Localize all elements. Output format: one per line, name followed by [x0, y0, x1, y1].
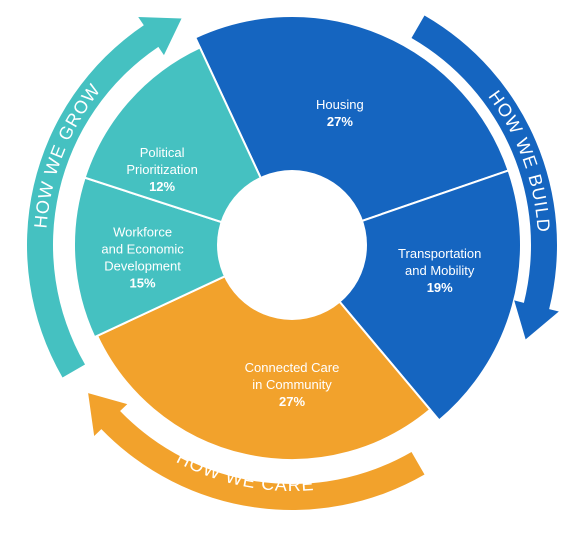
arrow-0: [411, 15, 559, 340]
labels-layer: Housing 27% Transportation and Mobility 19% C…: [101, 97, 481, 409]
slice-label-4-line-0: Political: [140, 145, 185, 160]
slice-label-2-line-1: in Community: [252, 377, 332, 392]
slice-label-0-line-0: Housing: [316, 97, 364, 112]
slice-label-3-line-1: and Economic: [101, 242, 184, 257]
slice-label-2-line-0: Connected Care: [245, 360, 340, 375]
slice-label-4-line-1: Prioritization: [126, 162, 198, 177]
slice-label-3-line-0: Workforce: [113, 225, 172, 240]
slice-label-1-line-1: and Mobility: [405, 263, 475, 278]
donut-hole: [217, 170, 367, 320]
slice-value-0: 27%: [327, 114, 353, 129]
arrow-2: [26, 17, 182, 378]
slice-value-3: 15%: [130, 276, 156, 291]
slice-label-1-line-0: Transportation: [398, 246, 481, 261]
slice-value-4: 12%: [149, 179, 175, 194]
slice-value-1: 19%: [427, 280, 453, 295]
slice-label-3-line-2: Development: [104, 259, 181, 274]
slice-3: [73, 176, 295, 339]
arrow-1: [88, 393, 425, 511]
slice-2: [95, 243, 432, 461]
slice-value-2: 27%: [279, 394, 305, 409]
